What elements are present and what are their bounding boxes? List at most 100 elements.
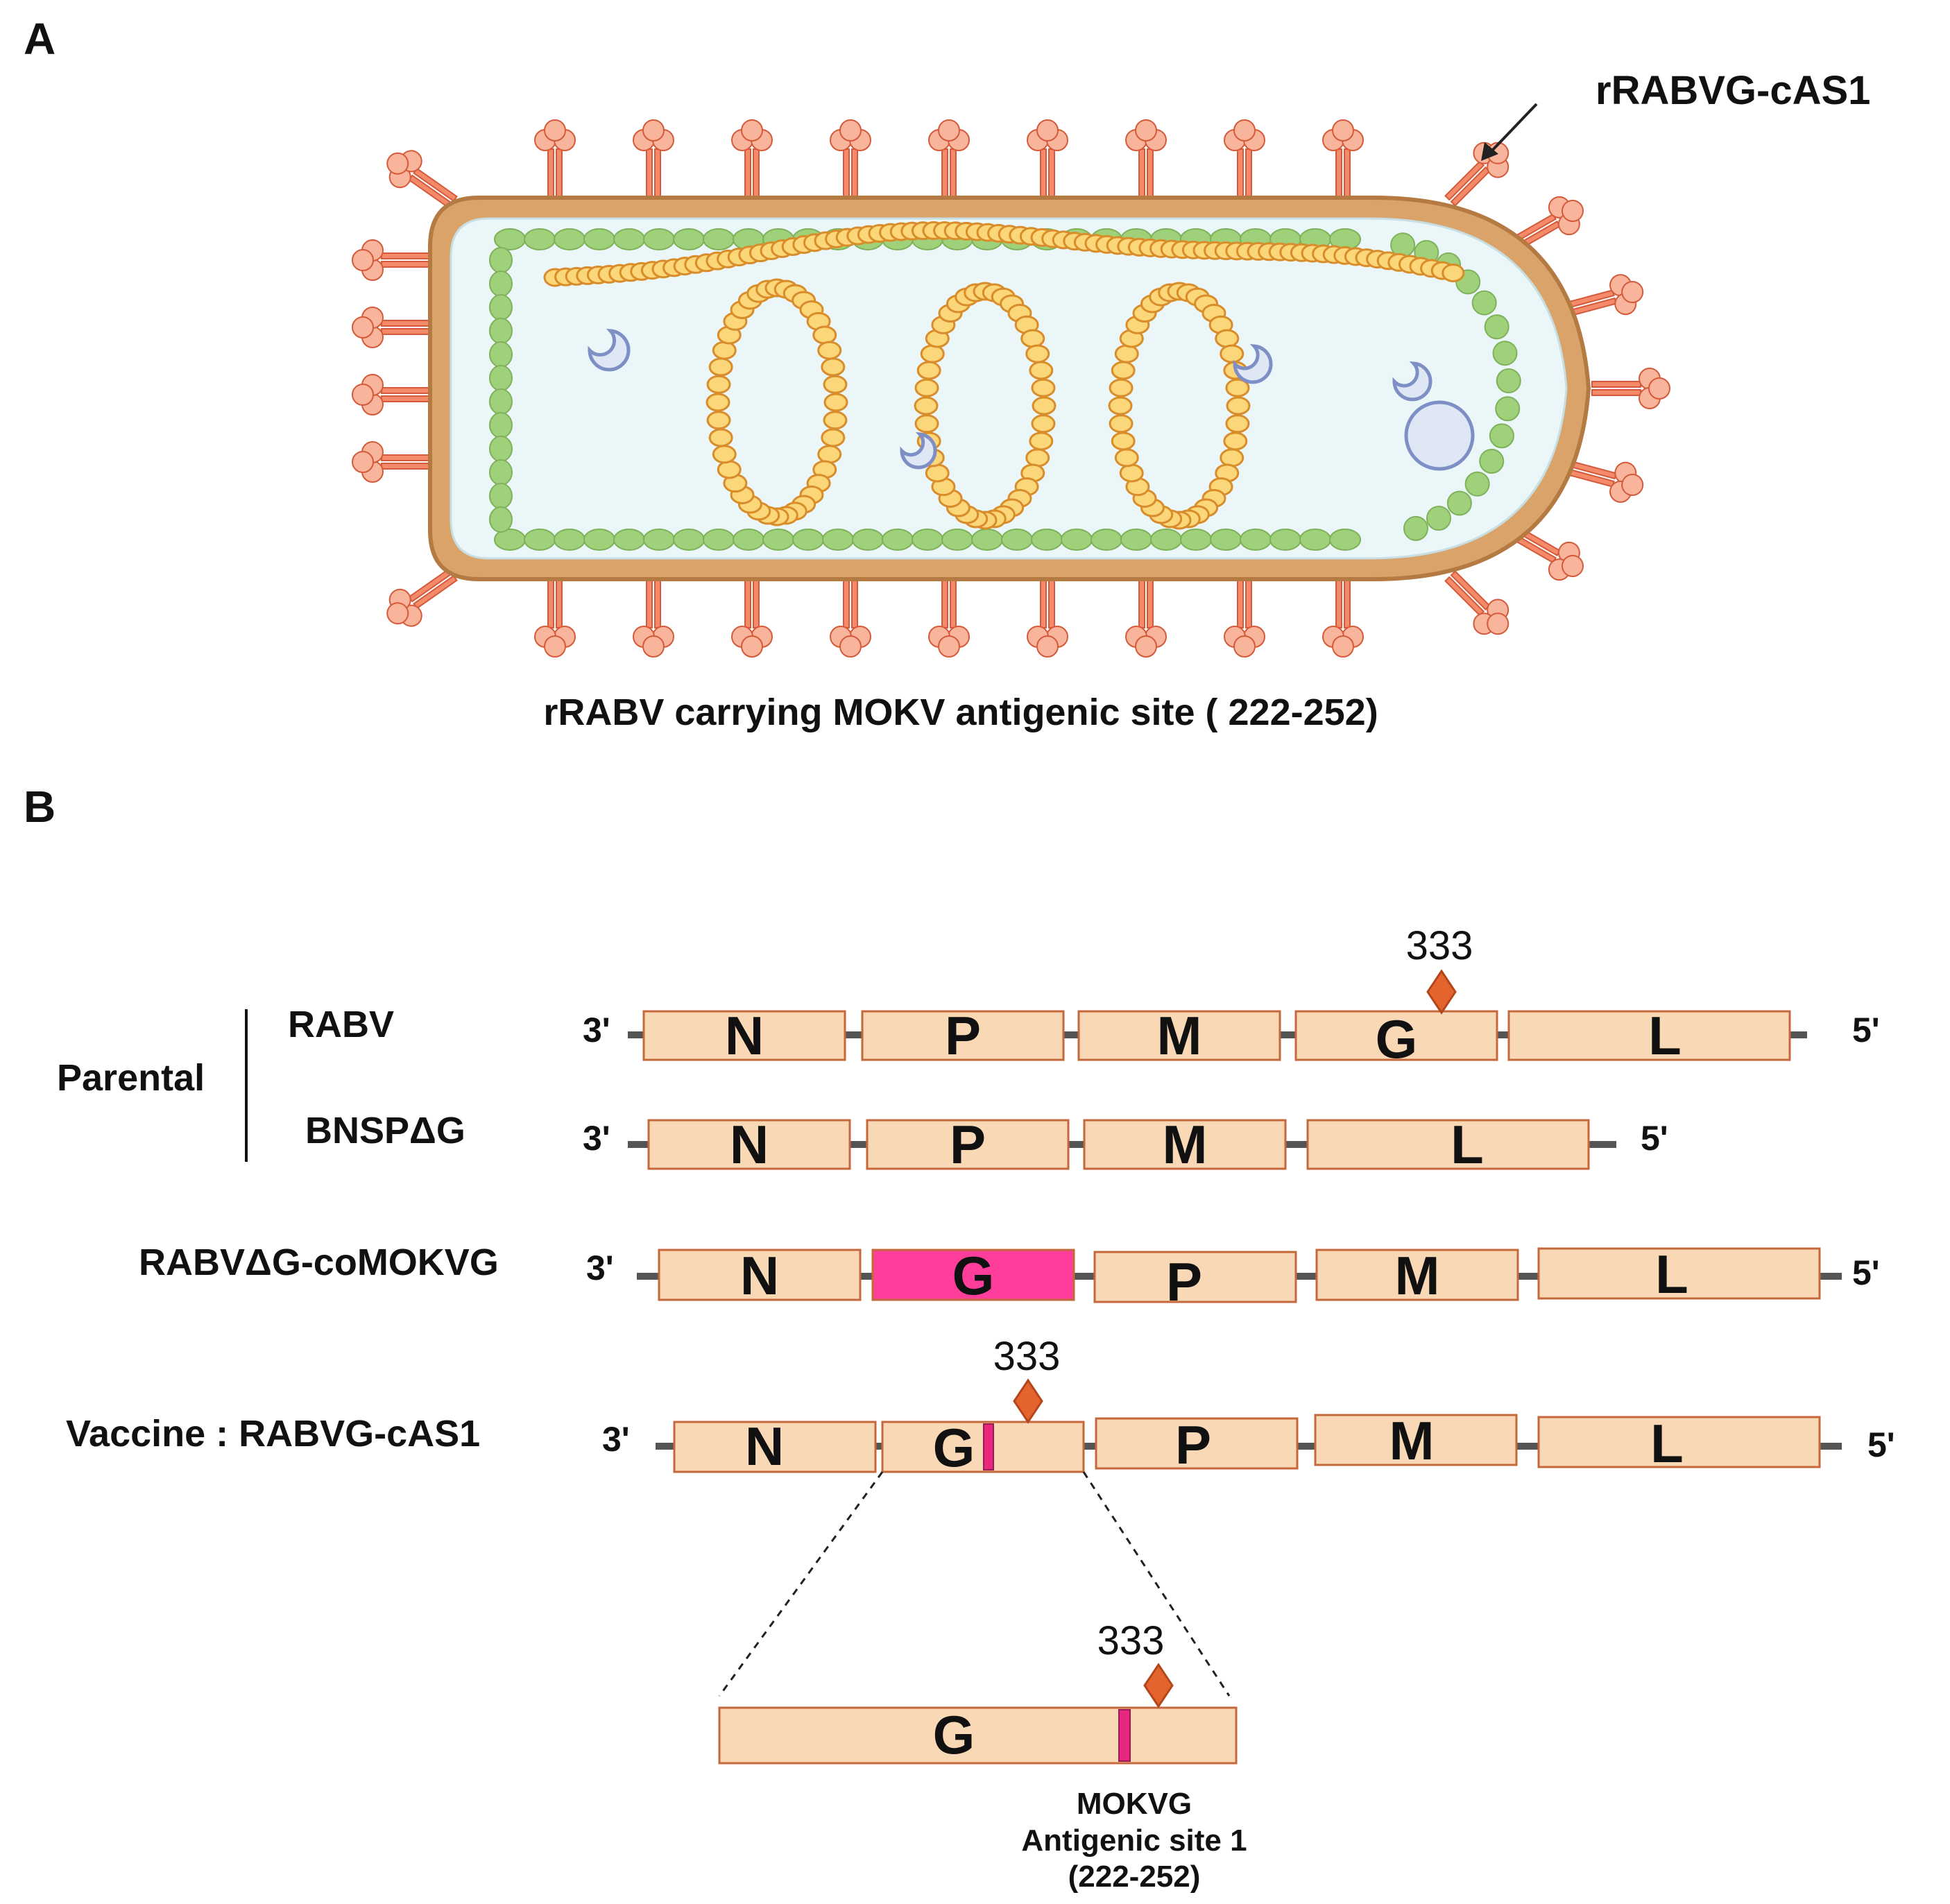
matrix-bead	[852, 529, 884, 551]
glycoprotein-spike	[928, 119, 970, 198]
gene-label: N	[730, 1114, 769, 1175]
matrix-bead	[882, 529, 914, 551]
gene-m	[1314, 1414, 1518, 1466]
virion-illustration	[352, 119, 1670, 658]
nucleocapsid-bead	[1109, 378, 1134, 397]
nucleocapsid-bead	[1029, 361, 1054, 380]
five-prime-label: 5'	[1867, 1425, 1895, 1464]
glycoprotein-spike	[1564, 274, 1644, 318]
matrix-bead	[673, 228, 705, 250]
gene-n	[647, 1119, 851, 1170]
gene-label: M	[1163, 1114, 1208, 1175]
matrix-bead	[1495, 396, 1521, 422]
matrix-bead	[489, 459, 513, 486]
glycoprotein-spike	[1224, 119, 1265, 198]
gene-label: L	[1655, 1244, 1688, 1305]
site-label-line: Antigenic site 1	[1021, 1824, 1247, 1858]
gene-g	[1294, 1010, 1498, 1061]
matrix-bead	[1269, 529, 1301, 551]
matrix-bead	[1426, 506, 1451, 531]
glycoprotein-spike	[534, 578, 576, 658]
gene-p	[1093, 1251, 1297, 1303]
matrix-bead	[762, 529, 794, 551]
gene-m	[1083, 1119, 1287, 1170]
matrix-bead	[1091, 529, 1122, 551]
matrix-bead	[489, 271, 513, 297]
five-prime-label: 5'	[1852, 1253, 1880, 1292]
glycoprotein-spike	[352, 307, 431, 348]
nucleocapsid-bead	[1031, 414, 1056, 434]
matrix-bead	[613, 228, 645, 250]
glycoprotein-spike	[386, 150, 458, 209]
row-name: RABVΔG-coMOKVG	[139, 1242, 499, 1283]
matrix-bead	[822, 529, 854, 551]
glycoprotein-spike	[731, 578, 773, 658]
panel-a-letter: A	[24, 14, 55, 64]
matrix-bead	[583, 228, 615, 250]
five-prime-label: 5'	[1852, 1011, 1880, 1049]
glycoprotein-spike	[1027, 119, 1068, 198]
gene-n	[673, 1421, 877, 1473]
glycoprotein-spike	[633, 578, 674, 658]
glycoprotein-spike	[1564, 459, 1644, 503]
three-prime-label: 3'	[586, 1249, 614, 1287]
glycoprotein-spike	[1322, 578, 1364, 658]
gene-p	[861, 1010, 1065, 1061]
nucleocapsid-bead	[706, 411, 731, 430]
nucleocapsid-bead	[916, 361, 941, 380]
antigenic-site-insert	[983, 1423, 994, 1470]
matrix-bead	[489, 341, 513, 368]
pointer-arrow	[1481, 103, 1538, 161]
matrix-bead	[1489, 423, 1514, 449]
nucleocapsid-bead	[1108, 396, 1133, 415]
five-prime-label: 5'	[1641, 1119, 1668, 1158]
row-name: Vaccine : RABVG-cAS1	[66, 1413, 480, 1455]
nucleocapsid-coil	[543, 221, 1465, 530]
glycoprotein-spike	[386, 568, 458, 627]
panel-b-letter: B	[24, 782, 55, 832]
glycoprotein-spike	[352, 374, 431, 415]
mutation-333-marker	[1143, 1663, 1174, 1708]
matrix-bead	[489, 318, 513, 344]
nucleocapsid-bead	[712, 341, 737, 360]
nucleocapsid-bead	[1215, 329, 1240, 348]
glycoprotein-spike	[352, 441, 431, 483]
glycoprotein-spike	[1027, 578, 1068, 658]
gene-l	[1306, 1119, 1590, 1170]
glycoprotein-spikes	[352, 119, 1670, 658]
gene-label: L	[1648, 1005, 1682, 1066]
virion-label: rRABVG-cAS1	[1596, 68, 1870, 113]
matrix-bead	[489, 294, 513, 320]
matrix-bead	[489, 365, 513, 391]
matrix-bead	[494, 228, 526, 250]
gene-label: M	[1389, 1410, 1435, 1471]
three-prime-label: 3'	[602, 1420, 630, 1459]
gene-n	[642, 1010, 846, 1061]
glycoprotein-spike	[1125, 578, 1167, 658]
nucleocapsid-bead	[821, 428, 846, 447]
zoomed-g-gene: G 333 MOKVG Antigenic site 1 (222-252)	[718, 1618, 1247, 1894]
matrix-bead	[1210, 529, 1242, 551]
nucleocapsid-bead	[1025, 344, 1050, 363]
matrix-bead	[1403, 515, 1428, 541]
gene-g-zoom	[718, 1706, 1238, 1765]
matrix-bead	[733, 529, 764, 551]
gene-label: P	[945, 1005, 981, 1066]
gene-label: G	[933, 1417, 975, 1478]
genome-row-rabv: RABV 3' N P M G L 333 5'	[288, 923, 1880, 1070]
gene-label: G	[952, 1245, 995, 1306]
matrix-bead	[554, 529, 585, 551]
matrix-bead	[583, 529, 615, 551]
matrix-bead	[1120, 529, 1152, 551]
matrix-bead	[489, 436, 513, 462]
matrix-bead	[1180, 529, 1212, 551]
matrix-bead	[971, 529, 1003, 551]
matrix-bead	[1471, 290, 1497, 316]
nucleocapsid-bead	[823, 375, 848, 394]
matrix-bead	[1496, 368, 1521, 394]
gene-label: P	[1166, 1251, 1202, 1312]
gene-p	[866, 1119, 1070, 1170]
nucleocapsid-bead	[914, 378, 939, 397]
gene-g-mokv-inserted	[871, 1249, 1075, 1301]
glycoprotein-spike	[731, 119, 773, 198]
